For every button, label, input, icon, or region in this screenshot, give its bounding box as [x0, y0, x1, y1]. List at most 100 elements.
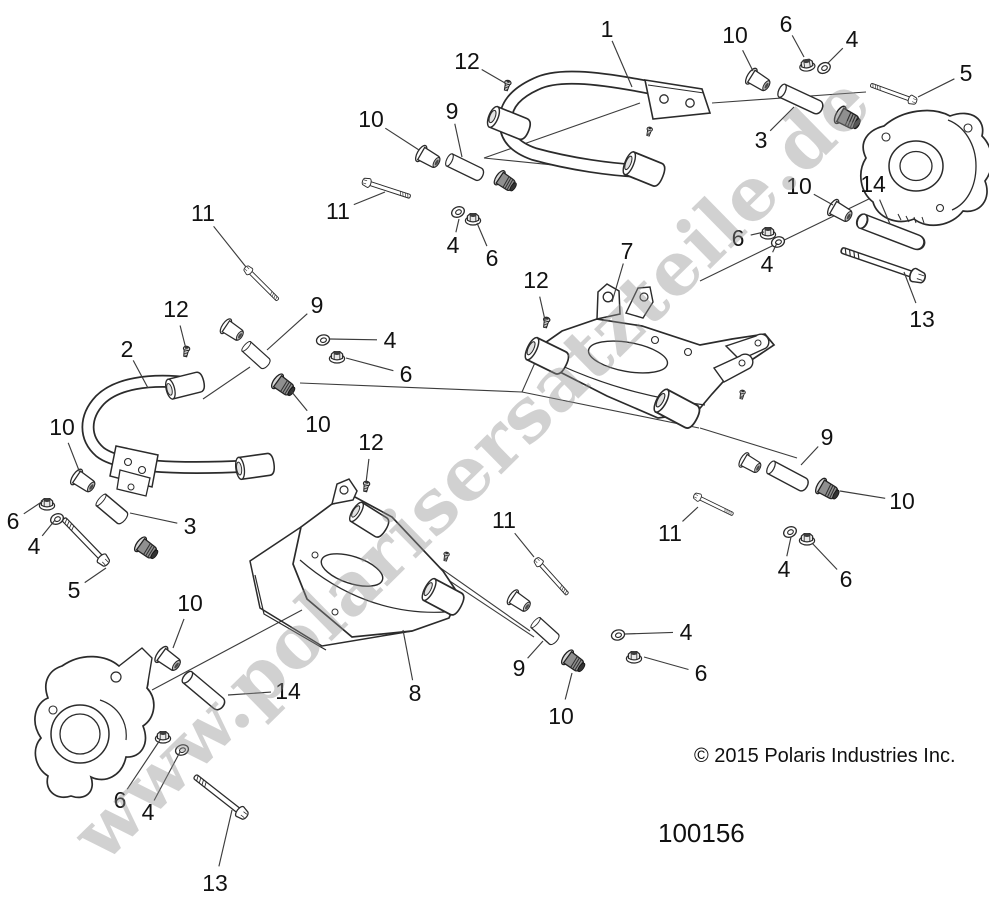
arm2-pivot-sleeve-bottom: [233, 451, 277, 481]
spacer-tube-3-lower: [93, 492, 131, 527]
bushing-10-f: [151, 643, 185, 676]
callout-leader-6-37: [811, 542, 838, 570]
callout-label-5-5: 5: [960, 60, 973, 86]
callout-leader-10-11: [813, 193, 834, 206]
callout-label-4-36: 4: [778, 556, 791, 582]
callout-label-13-47: 13: [202, 870, 228, 896]
callout-leader-10-23: [290, 390, 308, 412]
callout-label-14-39: 14: [275, 678, 301, 704]
callout-label-6-19: 6: [486, 245, 499, 271]
callout-leader-4-46: [153, 751, 181, 801]
bolt-11-c: [532, 555, 572, 598]
callout-leader-14-39: [227, 691, 272, 696]
spacer-tube-9-d: [528, 615, 562, 647]
fitting-12-c: [541, 316, 551, 329]
callout-label-10-6: 10: [358, 106, 384, 132]
callout-label-9-41: 9: [513, 655, 526, 681]
callout-leader-10-35: [839, 490, 886, 499]
bushing-10-e: [67, 466, 99, 497]
callout-label-1-1: 1: [601, 16, 614, 42]
callout-leader-12-17: [539, 296, 546, 321]
callout-label-9-22: 9: [311, 292, 324, 318]
callout-label-4-26: 4: [28, 533, 41, 559]
callout-leader-10-38: [172, 618, 185, 649]
callout-label-6-25: 6: [7, 508, 20, 534]
callout-leader-8-40: [402, 629, 414, 681]
arm1-pivot-sleeve-right: [619, 149, 669, 189]
callout-leader-3-8: [769, 106, 795, 132]
bushing-dark-upper: [831, 103, 865, 134]
callout-label-10-23: 10: [305, 411, 331, 437]
callout-leader-11-32: [514, 532, 535, 558]
bushing-dark-left: [131, 534, 162, 564]
callout-leader-4-29: [329, 338, 378, 341]
lower-control-arm-right: [521, 283, 776, 432]
bushing-10-d: [268, 371, 299, 401]
callout-label-14-12: 14: [860, 171, 886, 197]
callout-label-8-40: 8: [409, 680, 422, 706]
callout-label-10-11: 10: [786, 173, 812, 199]
callout-leader-12-0: [481, 69, 506, 84]
callout-label-6-30: 6: [400, 361, 413, 387]
fitting-installed-1: [644, 126, 654, 137]
callout-label-10-44: 10: [548, 703, 574, 729]
callout-leader-9-7: [454, 123, 463, 158]
callout-label-5-28: 5: [68, 577, 81, 603]
nut-6-a: [798, 57, 817, 73]
callout-label-7-16: 7: [621, 238, 634, 264]
callout-leader-10-2: [742, 49, 754, 72]
fitting-installed-2: [738, 389, 747, 400]
callout-leader-5-28: [84, 567, 107, 584]
callout-leader-6-19: [476, 222, 488, 247]
callout-leader-9-34: [800, 446, 819, 466]
callout-label-4-4: 4: [846, 26, 859, 52]
callout-label-11-10: 11: [326, 198, 350, 224]
spacer-tube-14-lower: [179, 668, 228, 713]
callout-leader-9-22: [266, 313, 308, 351]
nut-6-g: [154, 730, 172, 744]
washer-4-a: [815, 59, 833, 77]
callout-label-4-42: 4: [680, 619, 693, 645]
callout-leader-12-20: [179, 325, 187, 350]
bushing-10-c: [824, 197, 856, 226]
callout-leader-3-27: [129, 512, 178, 524]
callout-leader-6-43: [643, 656, 689, 671]
upper-control-arm-right: [484, 70, 712, 189]
bolt-5-lower: [58, 514, 113, 569]
callout-leader-6-30: [345, 357, 394, 372]
callout-label-6-3: 6: [780, 11, 793, 37]
bushing-extra-1: [217, 316, 248, 345]
lower-control-arm-left: [249, 478, 468, 651]
bolt-11-a: [241, 263, 282, 304]
upper-control-arm-left: [81, 370, 277, 497]
callout-label-12-17: 12: [523, 267, 549, 293]
callout-label-10-38: 10: [177, 590, 203, 616]
bushing-extra-3: [736, 450, 765, 477]
callout-label-3-8: 3: [755, 127, 768, 153]
fitting-installed-3: [442, 551, 451, 562]
callout-leader-4-26: [41, 519, 56, 537]
washer-4-b: [449, 204, 467, 220]
callout-label-11-32: 11: [492, 507, 516, 533]
callout-label-12-20: 12: [163, 296, 189, 322]
bolt-11-b: [360, 176, 413, 202]
bolt-13-lower: [190, 770, 251, 823]
bolt-5-upper: [868, 80, 919, 107]
bolt-13-upper: [838, 242, 928, 287]
callout-label-6-37: 6: [840, 566, 853, 592]
callout-leader-10-44: [564, 672, 573, 700]
callout-label-6-43: 6: [695, 660, 708, 686]
callout-label-9-34: 9: [821, 424, 834, 450]
callout-leader-10-24: [67, 442, 81, 474]
callout-leader-13-47: [218, 809, 233, 867]
callout-leader-6-45: [126, 739, 161, 790]
callout-label-4-46: 4: [142, 799, 155, 825]
callout-leader-10-6: [384, 127, 420, 151]
bearing-carrier-left: [34, 647, 155, 799]
washer-4-h: [314, 332, 332, 348]
nut-6-d: [38, 497, 56, 511]
callout-label-4-18: 4: [447, 232, 460, 258]
callout-leader-12-31: [365, 458, 370, 484]
callout-leader-7-16: [611, 263, 624, 303]
callout-label-4-15: 4: [761, 251, 774, 277]
